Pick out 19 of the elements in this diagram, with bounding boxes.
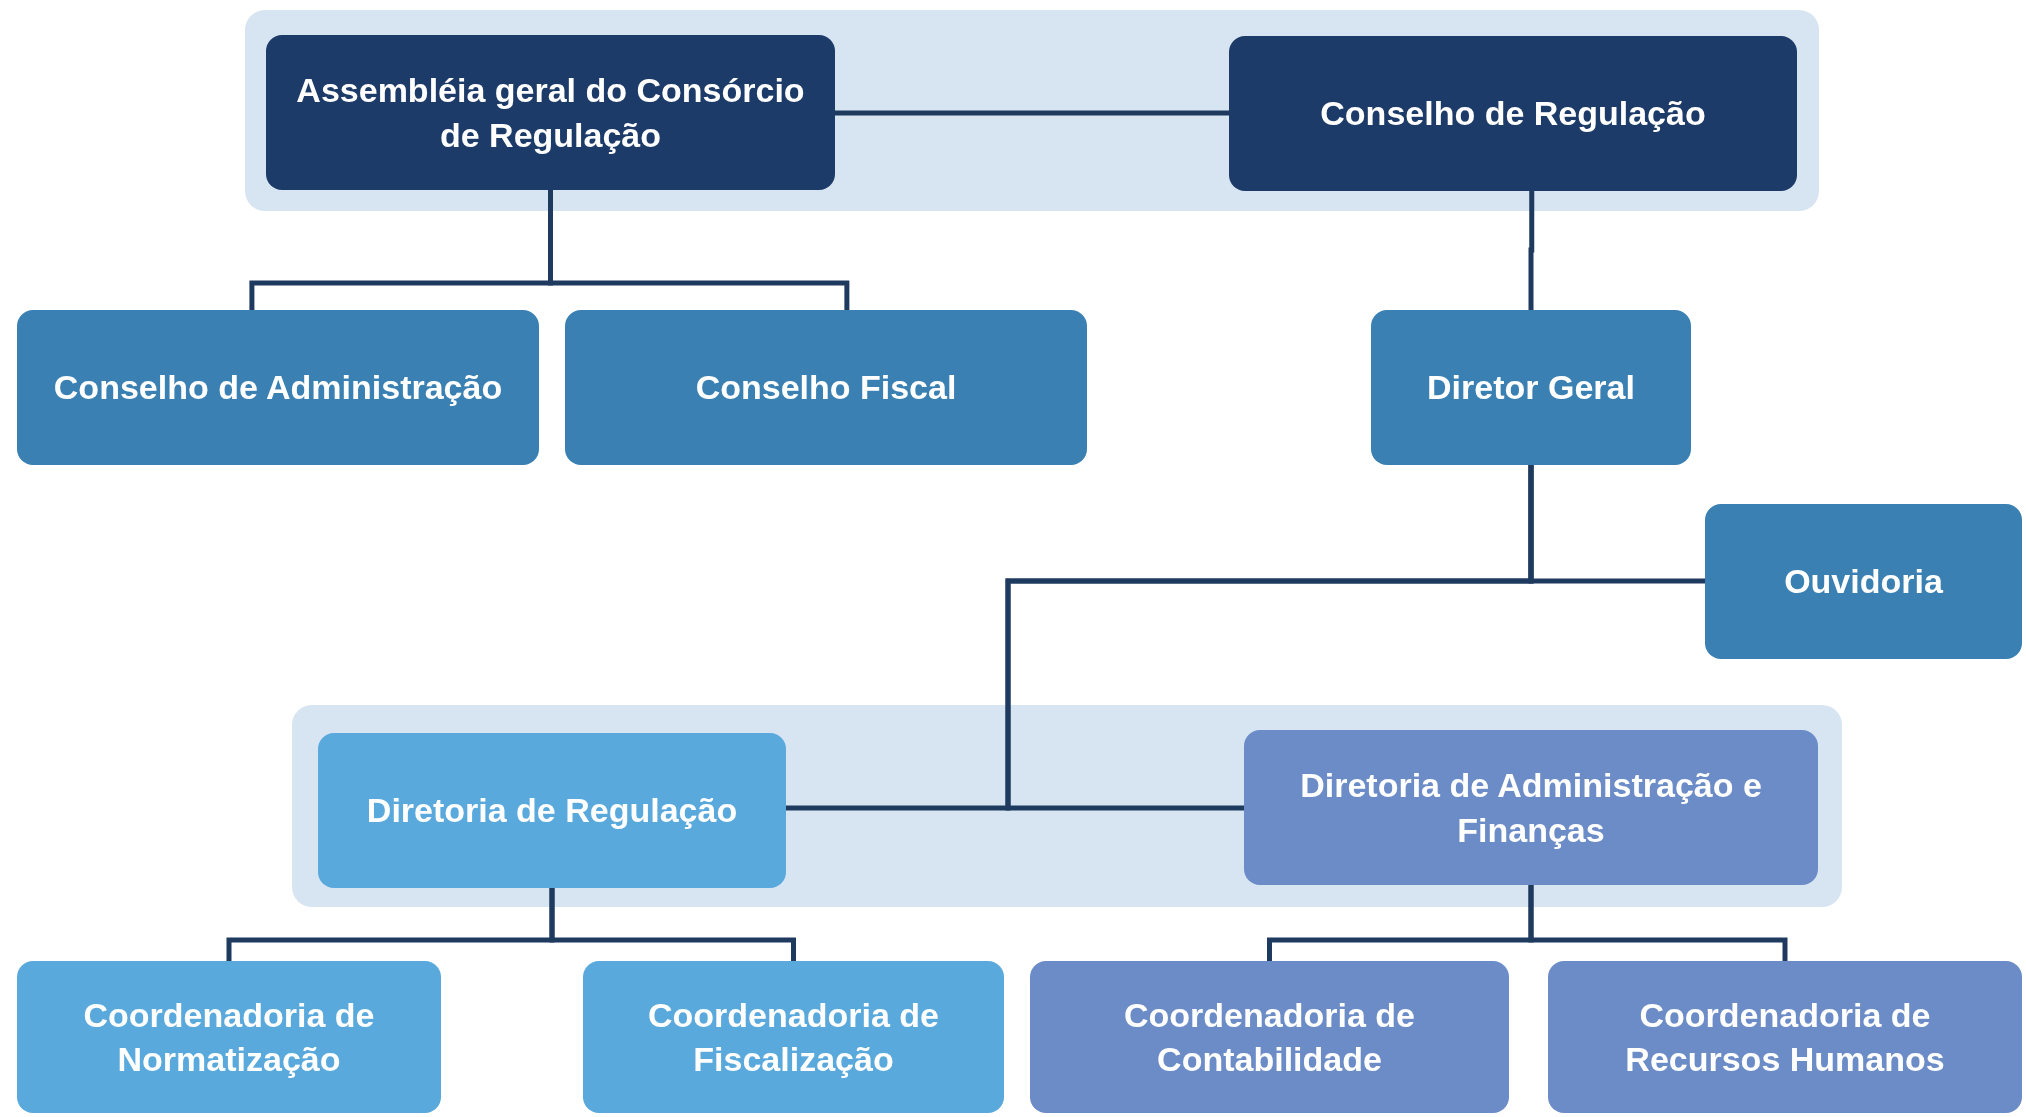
group-panel xyxy=(245,10,1819,211)
connector-line xyxy=(835,110,1229,116)
org-box: Conselho de Regulação xyxy=(1229,36,1797,191)
org-box: Conselho Fiscal xyxy=(565,310,1087,465)
org-box: Coordenadoria de Normatização xyxy=(17,961,441,1113)
org-box: Diretoria de Regulação xyxy=(318,733,786,888)
org-box: Diretor Geral xyxy=(1371,310,1691,465)
org-box: Ouvidoria xyxy=(1705,504,2022,659)
group-panel xyxy=(292,705,1842,907)
connector-line xyxy=(549,888,796,961)
connector-line xyxy=(1005,465,1534,811)
org-box: Coordenadoria de Contabilidade xyxy=(1030,961,1509,1113)
org-box: Coordenadoria de Recursos Humanos xyxy=(1548,961,2022,1113)
org-box: Coordenadoria de Fiscalização xyxy=(583,961,1004,1113)
connector-line xyxy=(1528,885,1788,961)
org-box: Diretoria de Administração e Finanças xyxy=(1244,730,1818,885)
connector-line xyxy=(1528,191,1535,310)
org-box: Assembléia geral do Consórcio de Regulação xyxy=(266,35,835,190)
org-box: Conselho de Administração xyxy=(17,310,539,465)
